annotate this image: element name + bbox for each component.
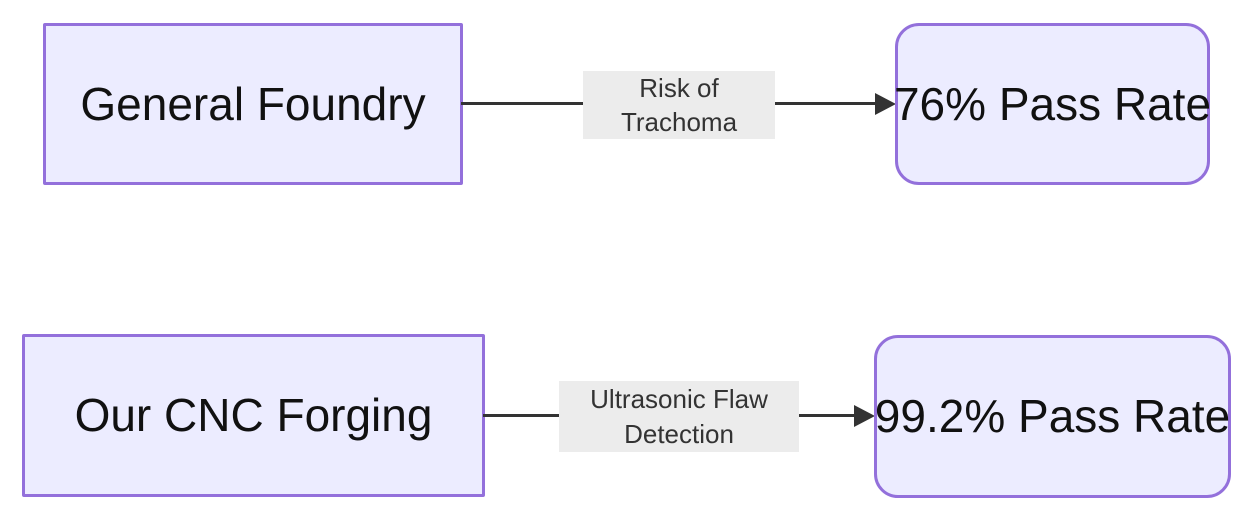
node-our-cnc-forging: Our CNC Forging	[22, 334, 485, 497]
arrowhead-icon	[875, 93, 896, 115]
node-label: 99.2% Pass Rate	[874, 390, 1231, 443]
node-99-2-pass-rate: 99.2% Pass Rate	[874, 335, 1231, 498]
edge-label-risk-of-trachoma: Risk of Trachoma	[583, 71, 775, 139]
arrowhead-icon	[854, 405, 875, 427]
edge-label-text: Risk of Trachoma	[620, 72, 738, 137]
node-label: Our CNC Forging	[74, 389, 433, 442]
node-general-foundry: General Foundry	[43, 23, 463, 185]
node-label: General Foundry	[80, 77, 426, 130]
node-label: 76% Pass Rate	[893, 77, 1212, 130]
edge-label-ultrasonic-flaw-detection: Ultrasonic Flaw Detection	[559, 381, 799, 452]
edge-label-text: Ultrasonic Flaw Detection	[590, 384, 768, 449]
node-76-pass-rate: 76% Pass Rate	[893, 23, 1212, 185]
